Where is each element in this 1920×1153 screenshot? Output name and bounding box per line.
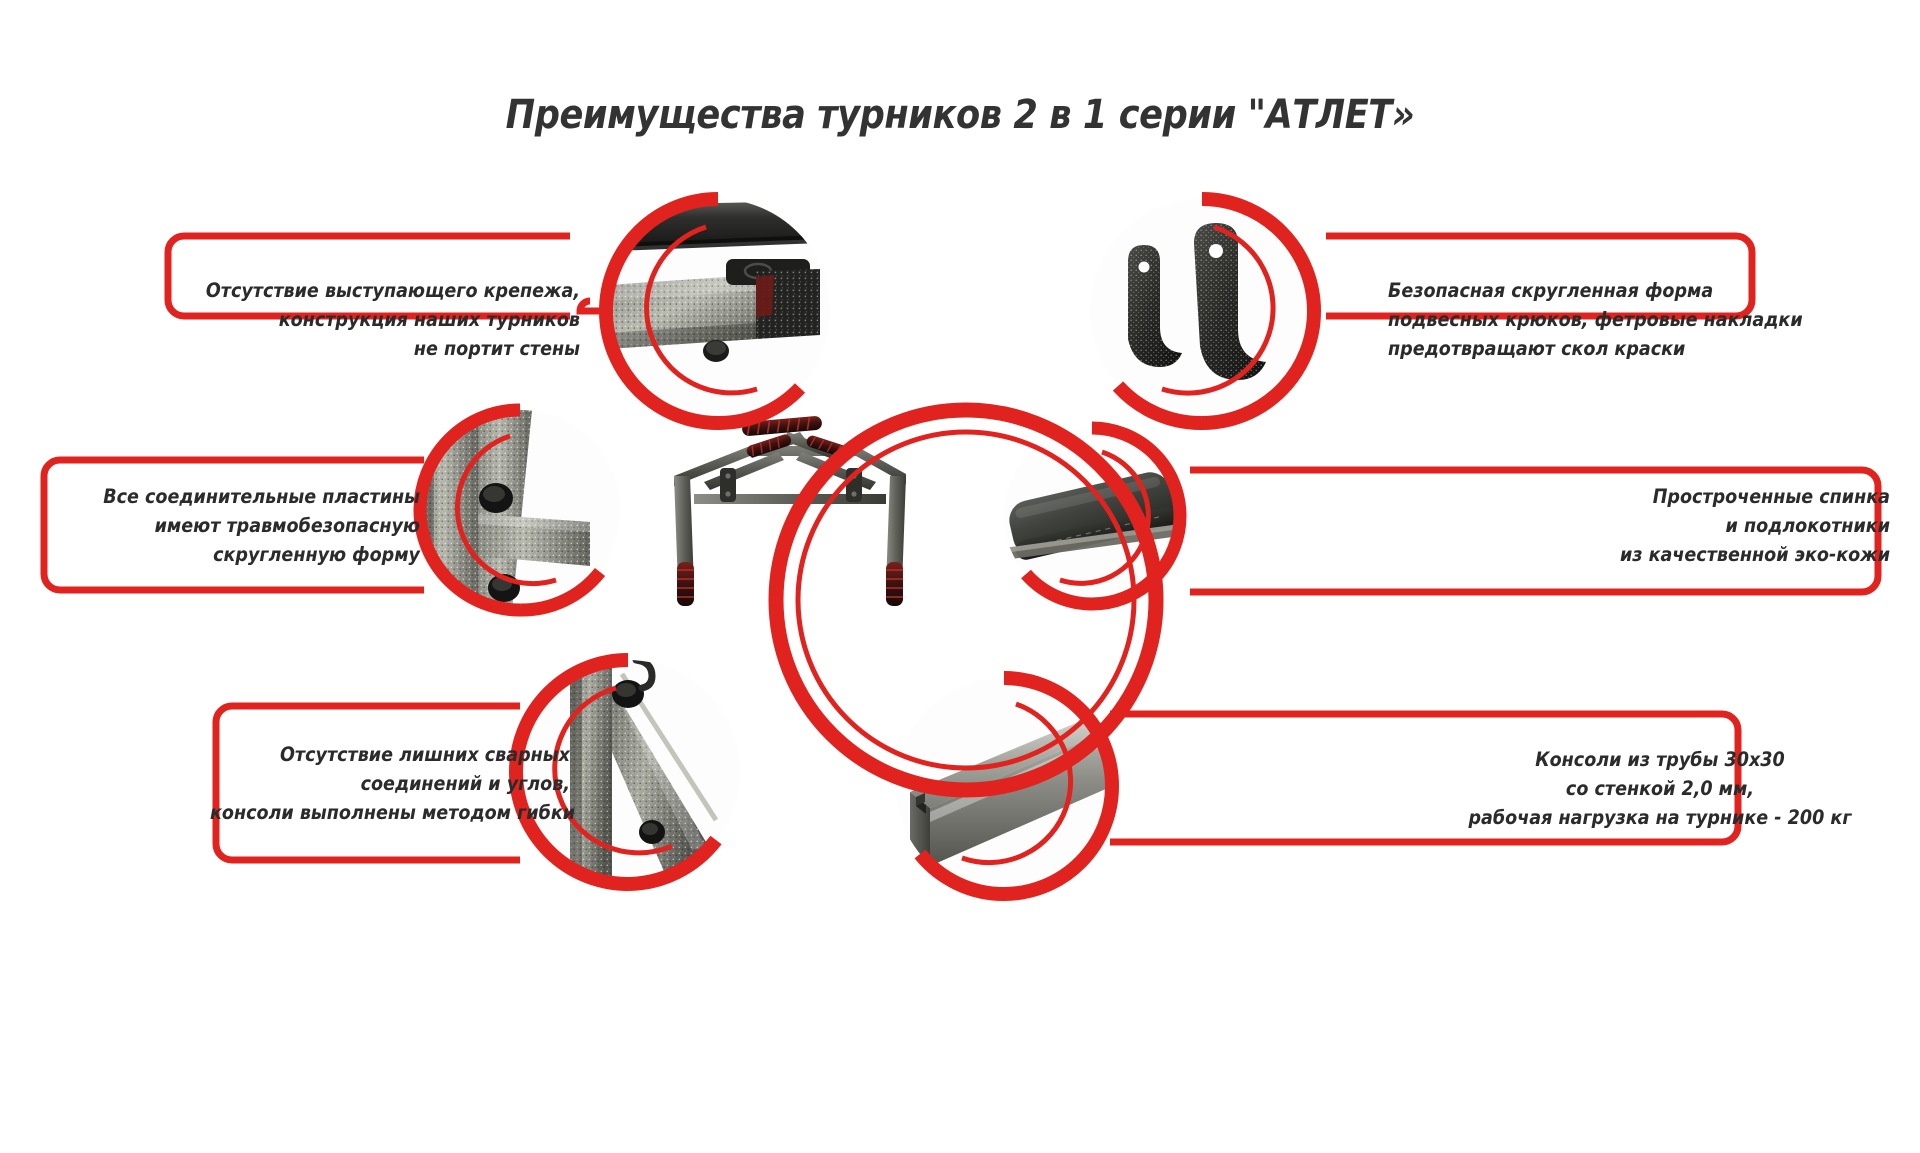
caption-line: конструкция наших турников bbox=[278, 308, 580, 331]
eco-leather-backrest-illustration bbox=[1004, 428, 1180, 604]
caption-line: из качественной эко-кожи bbox=[1620, 543, 1890, 566]
caption-line: Отсутствие лишних сварных bbox=[280, 743, 570, 766]
caption-line: со стенкой 2,0 мм, bbox=[1565, 777, 1755, 800]
caption-safe-rounded-hooks: Безопасная скругленная форма подвесных к… bbox=[1388, 276, 1856, 363]
caption-line: соединений и углов, bbox=[360, 772, 570, 795]
photo-suspension-hooks bbox=[1090, 199, 1314, 423]
caption-no-protruding-fasteners: Отсутствие выступающего крепежа, констру… bbox=[202, 276, 580, 363]
caption-line: не портит стены bbox=[413, 337, 580, 360]
caption-line: подвесных крюков, фетровые накладки bbox=[1388, 308, 1803, 331]
caption-line: скругленную форму bbox=[213, 543, 420, 566]
caption-line: рабочая нагрузка на турнике - 200 кг bbox=[1468, 806, 1852, 829]
square-tube-illustration bbox=[896, 678, 1112, 894]
suspension-hooks-illustration bbox=[1090, 199, 1314, 423]
caption-line: Все соединительные пластины bbox=[103, 485, 421, 508]
caption-no-extra-welds: Отсутствие лишних сварных соединений и у… bbox=[210, 740, 576, 827]
caption-30x30-tube-consoles: Консоли из трубы 30х30 со стенкой 2,0 мм… bbox=[1426, 745, 1894, 832]
caption-line: Отсутствие выступающего крепежа, bbox=[205, 279, 580, 302]
caption-line: консоли выполнены методом гибки bbox=[210, 801, 576, 824]
photo-eco-leather-backrest bbox=[1004, 428, 1180, 604]
caption-line: имеют травмобезопасную bbox=[154, 514, 420, 537]
caption-line: Консоли из трубы 30х30 bbox=[1535, 748, 1785, 771]
page-title: Преимущества турников 2 в 1 серии "АТЛЕТ… bbox=[505, 92, 1415, 138]
connector-top-left bbox=[576, 297, 606, 315]
caption-line: Безопасная скругленная форма bbox=[1388, 279, 1714, 302]
photo-connecting-plate bbox=[420, 410, 620, 610]
caption-line: предотвращают скол краски bbox=[1388, 337, 1686, 360]
photo-square-tube bbox=[896, 678, 1112, 894]
pull-up-bar-illustration bbox=[674, 416, 906, 606]
photo-pull-up-bar-center bbox=[650, 390, 930, 630]
caption-rounded-connecting-plates: Все соединительные пластины имеют травмо… bbox=[33, 482, 420, 569]
caption-stitched-eco-leather: Простроченные спинка и подлокотники из к… bbox=[1431, 482, 1890, 569]
connecting-plate-illustration bbox=[420, 410, 620, 610]
caption-line: Простроченные спинка bbox=[1652, 485, 1890, 508]
caption-line: и подлокотники bbox=[1725, 514, 1890, 537]
